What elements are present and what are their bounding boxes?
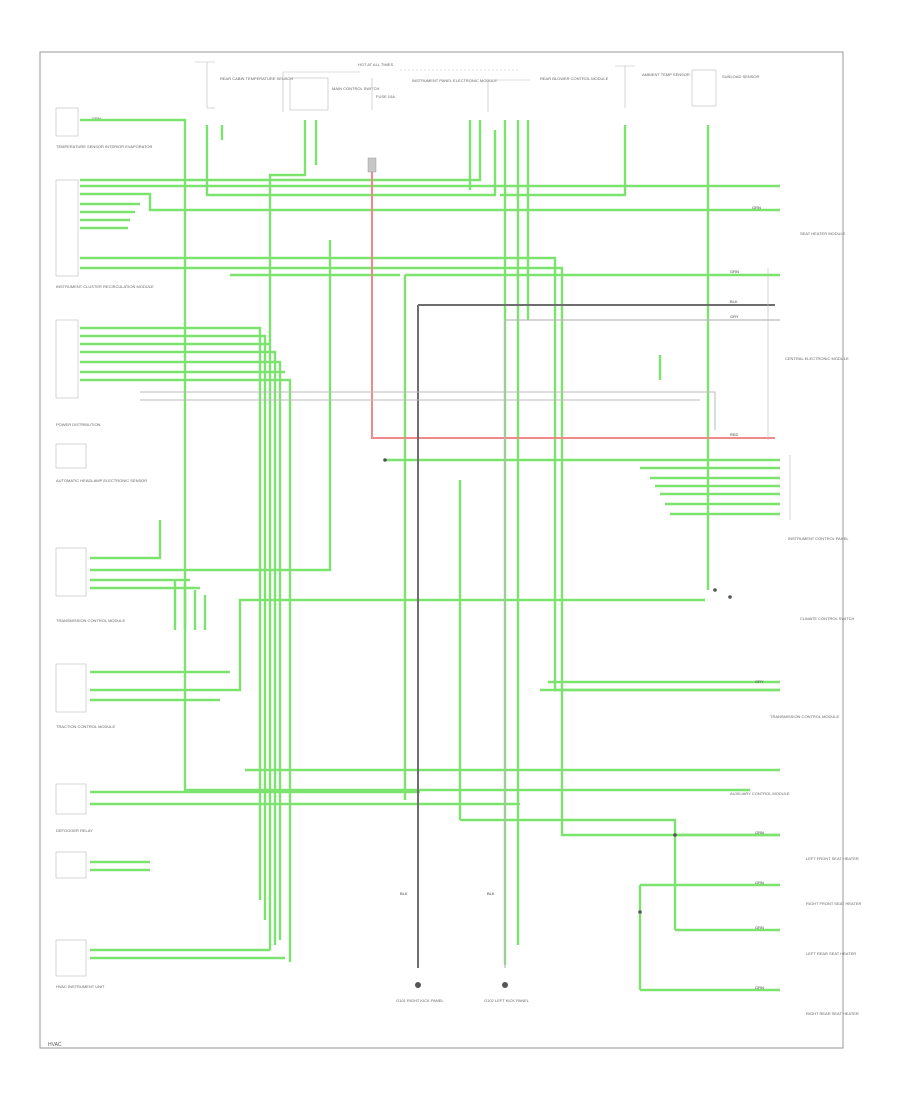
code-gry: GRY <box>755 679 764 684</box>
ground-g1-wire: BLK <box>400 891 408 896</box>
label-main-switch: MAIN CONTROL SWITCH <box>332 86 380 91</box>
red-wire <box>367 157 775 439</box>
component-lc7: DEFOGGER RELAY <box>55 828 93 879</box>
green-wires <box>80 118 780 992</box>
code-grn: GRN <box>755 985 764 990</box>
junction-dots <box>383 458 732 914</box>
component-aux-motor: REAR BLOWER CONTROL MODULE <box>487 76 609 112</box>
label-lc8: HVAC INSTRUMENT UNIT <box>56 984 105 989</box>
label-lc3: POWER DISTRIBUTION <box>56 422 101 427</box>
label-lc1: TEMPERATURE SENSOR INTERIOR EVAPORATOR <box>56 144 152 149</box>
label-fuse-block: HOT AT ALL TIMES <box>358 62 393 67</box>
label-rc9: LEFT REAR SEAT HEATER <box>806 951 856 956</box>
label-instrument-unit: INSTRUMENT PANEL ELECTRONIC MODULE <box>412 78 497 83</box>
ground-g2-label: G102 LEFT KICK PANEL <box>484 998 530 1003</box>
label-rc3: INSTRUMENT CONTROL PANEL <box>788 536 849 541</box>
component-rear-temp-sensor: REAR CABIN TEMPERATURE SENSOR <box>195 61 294 109</box>
label-rc10: RIGHT REAR SEAT HEATER <box>806 1011 859 1016</box>
ground-g2-wire: BLK <box>487 891 495 896</box>
component-lc5: TRANSMISSION CONTROL MODULE <box>55 618 126 713</box>
component-lc4: AUTOMATIC HEADLAMP ELECTRONIC SENSOR <box>55 478 147 597</box>
component-main-switch: MAIN CONTROL SWITCH <box>282 71 380 112</box>
label-rc4: CLIMATE CONTROL SWITCH <box>800 616 855 621</box>
component-sunload-sensor: SUNLOAD SENSOR <box>691 69 759 107</box>
code-gry: GRY <box>730 314 739 319</box>
component-lc1: TEMPERATURE SENSOR INTERIOR EVAPORATOR <box>55 144 152 277</box>
label-rc6: AUXILIARY CONTROL MODULE <box>730 791 790 796</box>
label-lc4: AUTOMATIC HEADLAMP ELECTRONIC SENSOR <box>56 478 147 483</box>
component-fuse-block: HOT AT ALL TIMES FUSE 10A <box>358 62 395 110</box>
label-rc1: SEAT HEATER MODULE <box>800 231 846 236</box>
label-aux-motor: REAR BLOWER CONTROL MODULE <box>540 76 609 81</box>
footer-code: HVAC <box>48 1042 62 1048</box>
label-lc5: TRANSMISSION CONTROL MODULE <box>56 618 126 623</box>
label-rc5: TRANSMISSION CONTROL MODULE <box>770 714 840 719</box>
label-rear-temp-sensor: REAR CABIN TEMPERATURE SENSOR <box>220 76 294 81</box>
component-lc6: TRACTION CONTROL MODULE <box>55 724 116 815</box>
label-ambient-sensor: AMBIENT TEMP SENSOR <box>642 72 690 77</box>
label-lc2: INSTRUMENT CLUSTER RECIRCULATION MODULE <box>56 284 154 289</box>
code-grn: GRN <box>730 269 739 274</box>
label-lc7: DEFOGGER RELAY <box>56 828 93 833</box>
code-grn: GRN <box>752 205 761 210</box>
ground-g1: BLK G101 RIGHT KICK PANEL <box>396 891 444 1003</box>
label-rc8: RIGHT FRONT SEAT HEATER <box>806 901 862 906</box>
component-instrument-unit: INSTRUMENT PANEL ELECTRONIC MODULE <box>400 69 520 83</box>
ground-g1-label: G101 RIGHT KICK PANEL <box>396 998 444 1003</box>
component-lc3: POWER DISTRIBUTION <box>55 422 101 469</box>
left-components: GRN TEMPERATURE SENSOR INTERIOR EVAPORAT… <box>55 107 154 989</box>
label-rc7: LEFT FRONT SEAT HEATER <box>806 856 859 861</box>
code-blk: BLK <box>730 299 738 304</box>
component-ambient-sensor: AMBIENT TEMP SENSOR <box>615 65 690 108</box>
svg-text:GRN: GRN <box>92 116 101 121</box>
component-lc8: HVAC INSTRUMENT UNIT <box>55 939 105 989</box>
label-sunload-sensor: SUNLOAD SENSOR <box>722 74 759 79</box>
component-lc2: INSTRUMENT CLUSTER RECIRCULATION MODULE <box>55 284 154 399</box>
code-grn: GRN <box>755 880 764 885</box>
label-fuse-rating: FUSE 10A <box>376 94 395 99</box>
code-grn: GRN <box>755 830 764 835</box>
top-components: REAR CABIN TEMPERATURE SENSOR MAIN CONTR… <box>195 61 759 112</box>
code-grn: GRN <box>755 925 764 930</box>
label-lc6: TRACTION CONTROL MODULE <box>56 724 116 729</box>
wire-code-labels: GRN GRN BLK GRY RED GRY GRN GRN GRN GRN <box>730 205 764 990</box>
code-red: RED <box>730 432 739 437</box>
right-components: SEAT HEATER MODULE CENTRAL ELECTRONIC MO… <box>730 231 862 1016</box>
ground-g2: BLK G102 LEFT KICK PANEL <box>484 891 530 1003</box>
gray-wires <box>140 304 780 968</box>
label-rc2: CENTRAL ELECTRONIC MODULE <box>785 356 849 361</box>
